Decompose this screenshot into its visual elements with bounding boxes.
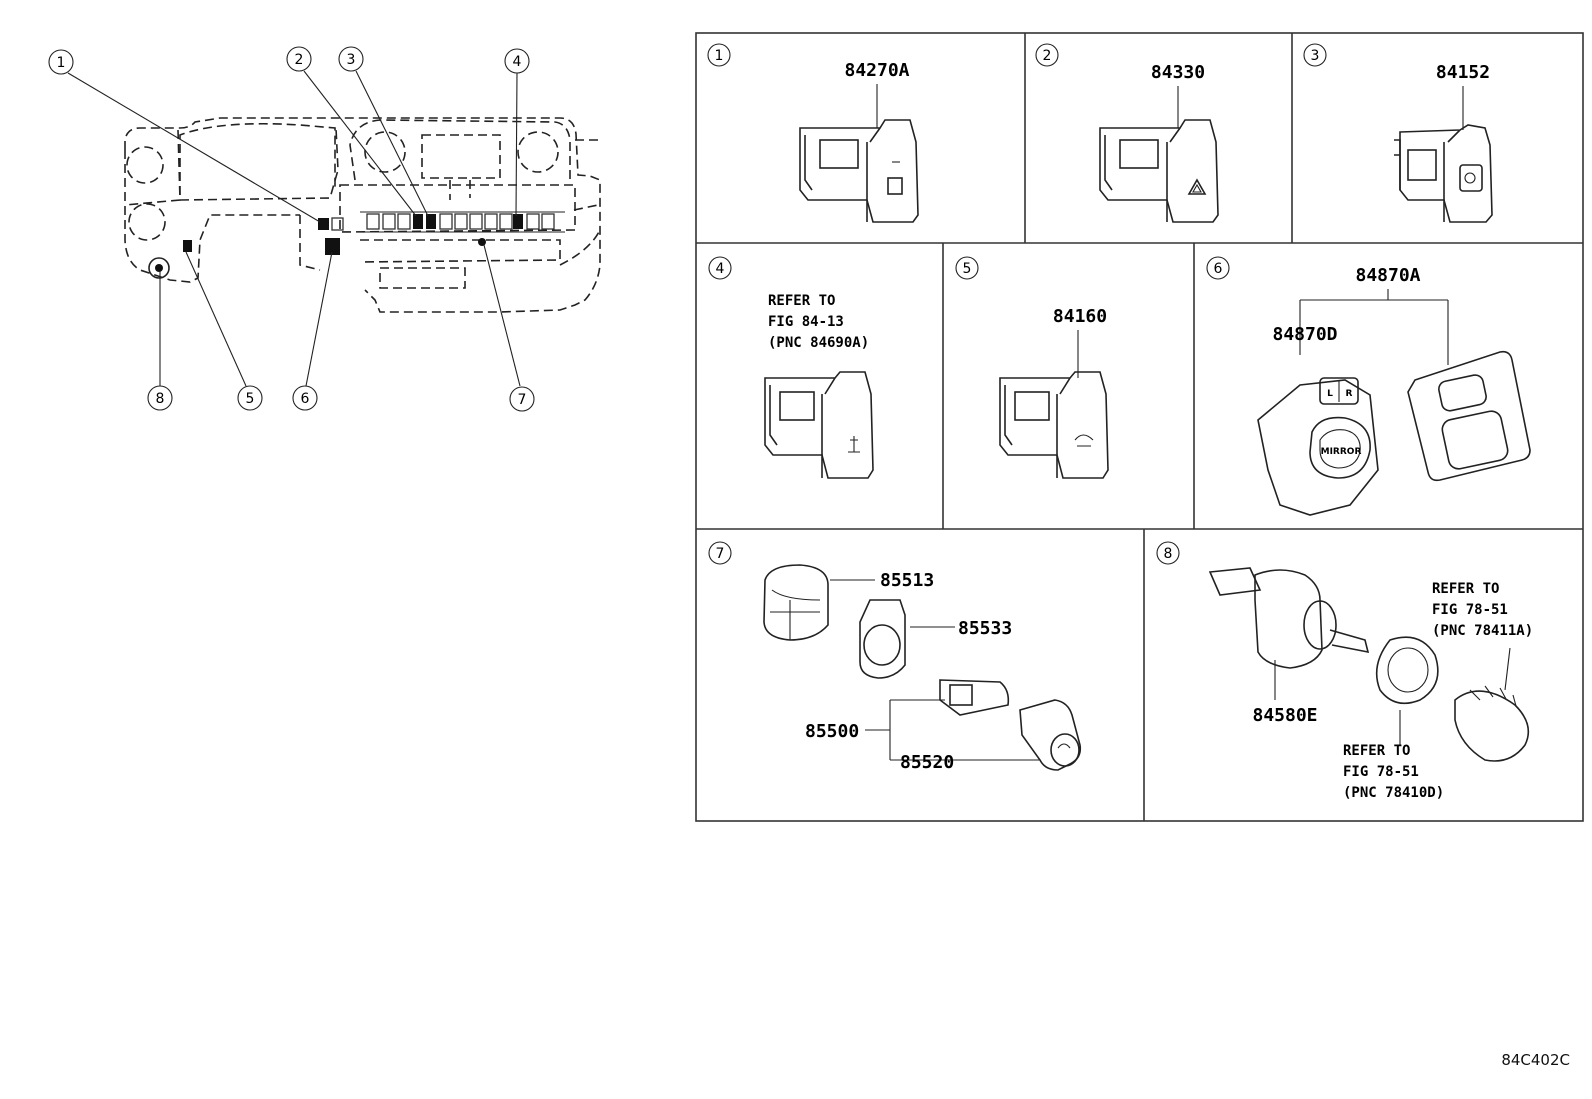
rheostat-drawing: 84580E REFER TO FIG 78-51 (PNC 78411A) R… [1208,567,1533,801]
panel-5-number: 5 [963,261,972,277]
switch-84152-drawing [1394,124,1493,223]
callout-8: 8 [147,385,173,411]
panel-8-ref-a-line-2: FIG 78-51 [1432,602,1508,618]
mirror-switch-drawing: L R MIRROR [1257,350,1531,516]
part-85520: 85520 [900,752,954,773]
callout-7: 7 [509,386,535,412]
callout-1: 1 [48,49,74,75]
figure-code: 84C402C [1501,1051,1570,1069]
switch-84270A-drawing [799,119,919,223]
callout-8-label: 8 [156,391,165,407]
mirror-l-label: L [1327,389,1333,399]
callout-5-label: 5 [246,391,255,407]
panel-8-ref-b-line-2: FIG 78-51 [1343,764,1419,780]
part-85513: 85513 [880,570,934,591]
panel-8-ref-a-line-1: REFER TO [1432,581,1499,597]
panel-7: 7 85513 85533 85500 85520 [708,541,1082,773]
panel-5: 5 84160 [955,256,1109,479]
panel-4-number: 4 [716,261,725,277]
parts-grid [695,32,1584,822]
callout-2: 2 [286,46,312,72]
callout-4: 4 [504,48,530,74]
panel-4-ref-line-3: (PNC 84690A) [768,335,869,351]
callout-5: 5 [237,385,263,411]
part-85533: 85533 [958,618,1012,639]
panel-2-part-number: 84330 [1151,62,1205,83]
panel-6-part-number-a: 84870A [1355,265,1420,286]
mirror-r-label: R [1346,389,1353,399]
panel-3-number: 3 [1311,48,1320,64]
part-84580E: 84580E [1252,705,1317,726]
panel-1-part-number: 84270A [844,60,909,81]
panel-8-number: 8 [1164,546,1173,562]
panel-8-ref-b-line-1: REFER TO [1343,743,1410,759]
panel-7-number: 7 [716,546,725,562]
switch-84690A-drawing [764,371,874,479]
callout-6-label: 6 [301,391,310,407]
callout-1-label: 1 [57,55,66,71]
callout-2-label: 2 [295,52,304,68]
panel-4-ref-line-1: REFER TO [768,293,835,309]
callout-4-label: 4 [513,54,522,70]
dashboard-overview: 1 2 3 4 8 5 6 7 [48,46,601,412]
panel-2-number: 2 [1043,48,1052,64]
panel-1: 1 84270A [707,43,919,223]
panel-3-part-number: 84152 [1436,62,1490,83]
panel-3: 3 84152 [1303,43,1493,223]
panel-6: 6 84870A 84870D L R MIRROR [1206,256,1531,516]
panel-8-ref-a-line-3: (PNC 78411A) [1432,623,1533,639]
callout-3: 3 [338,46,364,72]
mirror-knob-label: MIRROR [1321,447,1362,457]
callout-6: 6 [292,385,318,411]
panel-2: 2 84330 [1035,43,1219,223]
part-85500: 85500 [805,721,859,742]
panel-4: 4 REFER TO FIG 84-13 (PNC 84690A) [708,256,874,479]
panel-5-part-number: 84160 [1053,306,1107,327]
panel-6-number: 6 [1214,261,1223,277]
callout-3-label: 3 [347,52,356,68]
callout-7-label: 7 [518,392,527,408]
switch-row [366,213,555,230]
lighter-parts-drawing: 85513 85533 85500 85520 [763,564,1082,773]
panel-6-part-number-b: 84870D [1272,324,1337,345]
panel-1-number: 1 [715,48,724,64]
panel-4-ref-line-2: FIG 84-13 [768,314,844,330]
switch-84160-drawing [999,371,1109,479]
panel-8: 8 84580E REFER TO FIG 78-51 (PNC 78411A)… [1156,541,1533,801]
switch-84330-drawing [1099,119,1219,223]
panel-8-ref-b-line-3: (PNC 78410D) [1343,785,1444,801]
